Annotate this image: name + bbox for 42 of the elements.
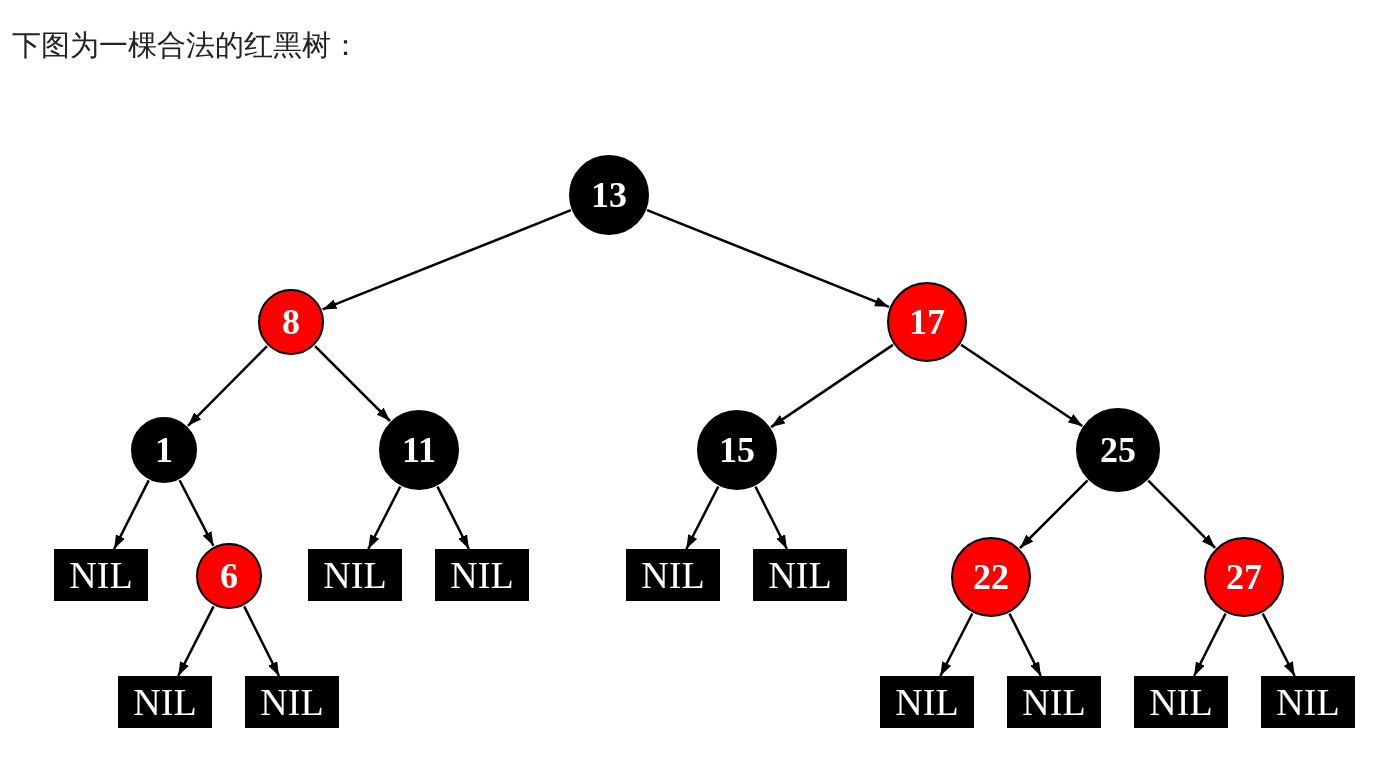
arrow	[770, 343, 894, 429]
nil-leaf-box: NIL	[54, 549, 148, 601]
arrow	[1019, 479, 1089, 549]
arrow	[177, 605, 215, 677]
tree-node-circle: 13	[569, 155, 649, 235]
arrow	[314, 345, 391, 422]
nil-leaf-box: NIL	[1134, 676, 1228, 728]
arrow	[1261, 612, 1296, 677]
arrow	[1147, 479, 1216, 549]
arrow	[939, 612, 974, 677]
arrow	[178, 479, 215, 547]
nil-leaf-box: NIL	[245, 676, 339, 728]
nil-leaf-box: NIL	[753, 549, 847, 601]
tree-node-circle: 6	[196, 543, 262, 609]
arrow	[322, 209, 572, 311]
nil-leaf-box: NIL	[1007, 676, 1101, 728]
nil-leaf-box: NIL	[880, 676, 974, 728]
nil-leaf-box: NIL	[308, 549, 402, 601]
arrow	[243, 605, 281, 677]
arrow	[367, 485, 402, 550]
tree-node-circle: 11	[379, 410, 459, 490]
arrow	[646, 209, 890, 308]
arrow	[1193, 613, 1227, 677]
nil-leaf-box: NIL	[118, 676, 212, 728]
title: 下图为一棵合法的红黑树：	[12, 27, 360, 64]
nil-leaf-box: NIL	[626, 549, 720, 601]
arrow	[754, 486, 788, 550]
arrow	[436, 486, 470, 550]
tree-node-circle: 22	[951, 537, 1031, 617]
tree-node-circle: 15	[697, 410, 777, 490]
arrow	[685, 485, 720, 550]
tree-node-circle: 17	[887, 282, 967, 362]
tree-node-circle: 25	[1076, 408, 1160, 492]
nil-leaf-box: NIL	[1261, 676, 1355, 728]
arrow	[113, 479, 150, 550]
nil-leaf-box: NIL	[435, 549, 529, 601]
arrow	[187, 345, 268, 427]
tree-node-circle: 8	[258, 289, 324, 355]
tree-node-circle: 27	[1204, 537, 1284, 617]
arrow	[1008, 613, 1042, 677]
tree-node-circle: 1	[131, 417, 197, 483]
arrow	[960, 343, 1083, 428]
